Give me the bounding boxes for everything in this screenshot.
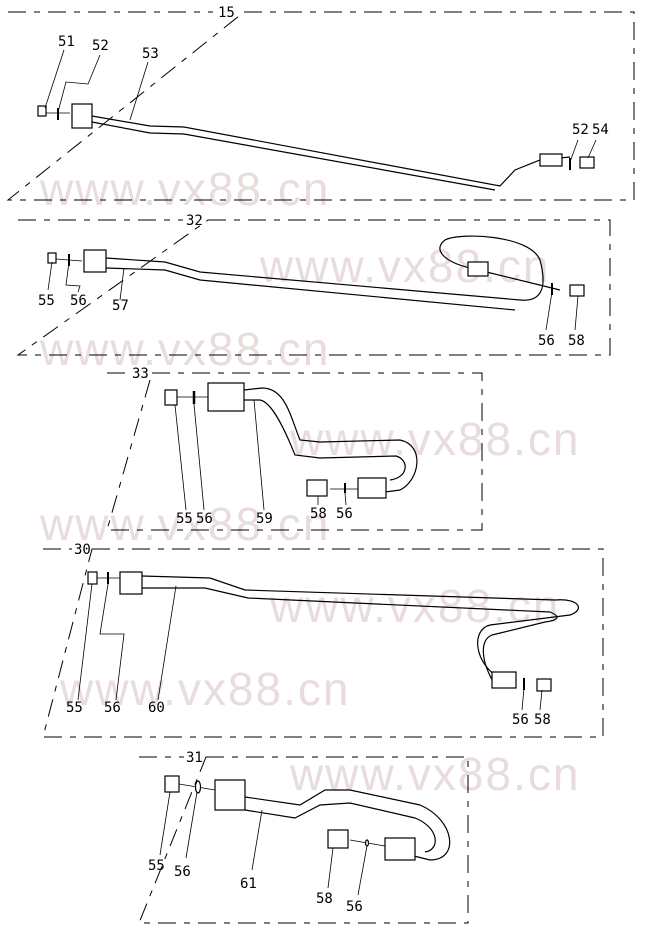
label-52: 52 — [92, 38, 109, 54]
watermark: www.vx88.cn — [39, 163, 330, 215]
label-51: 51 — [58, 34, 75, 50]
nut-51 — [37, 105, 47, 117]
fitting-end — [357, 477, 387, 499]
label-56: 56 — [196, 511, 213, 527]
nut-55 — [164, 775, 180, 793]
washer-56 — [364, 839, 370, 847]
label-52: 52 — [572, 122, 589, 138]
group-frame — [6, 11, 635, 201]
group-label: 31 — [186, 750, 203, 766]
watermark: www.vx88.cn — [59, 663, 350, 715]
label-54: 54 — [592, 122, 609, 138]
block-fitting — [119, 571, 143, 595]
fitting-end — [384, 837, 416, 861]
fitting-end — [467, 261, 489, 277]
group-30: 30 55 56 60 56 58 — [42, 542, 604, 738]
watermark: www.vx88.cn — [39, 323, 330, 375]
nut-55 — [47, 252, 57, 264]
label-53: 53 — [142, 46, 159, 62]
pipe-61 — [244, 789, 451, 861]
label-57: 57 — [112, 298, 129, 314]
label-58: 58 — [568, 333, 585, 349]
group-frame — [106, 372, 483, 531]
watermark: www.vx88.cn — [289, 413, 580, 465]
group-15: 15 51 52 53 52 54 — [6, 5, 635, 201]
label-59: 59 — [256, 511, 273, 527]
label-56: 56 — [174, 864, 191, 880]
nut-58 — [569, 284, 585, 297]
group-label: 32 — [186, 213, 203, 229]
label-58: 58 — [310, 506, 327, 522]
nut-55 — [164, 389, 178, 406]
nut-54 — [579, 156, 595, 169]
block-fitting — [207, 382, 245, 412]
nut-55 — [87, 571, 98, 585]
nut-58 — [536, 678, 552, 692]
block-fitting — [214, 779, 246, 811]
group-frame — [138, 756, 469, 924]
group-frame — [42, 548, 604, 738]
group-32: 32 55 56 57 56 58 — [16, 213, 611, 356]
group-31: 31 55 56 61 58 56 — [138, 750, 469, 924]
label-55: 55 — [176, 511, 193, 527]
fitting-end — [491, 671, 517, 689]
fitting-end — [539, 153, 563, 167]
nut-58 — [306, 479, 328, 497]
pipe-59 — [243, 387, 418, 493]
block-fitting — [83, 249, 107, 273]
label-55: 55 — [38, 293, 55, 309]
watermark: www.vx88.cn — [259, 240, 550, 292]
group-33: 33 55 56 59 58 56 — [106, 366, 483, 531]
label-56: 56 — [70, 293, 87, 309]
watermark: www.vx88.cn — [39, 498, 330, 550]
label-56: 56 — [512, 712, 529, 728]
label-56: 56 — [346, 899, 363, 915]
label-61: 61 — [240, 876, 257, 892]
label-60: 60 — [148, 700, 165, 716]
group-label: 15 — [218, 5, 235, 21]
group-frame — [16, 219, 611, 356]
label-58: 58 — [534, 712, 551, 728]
block-fitting — [71, 103, 93, 129]
washer-56 — [194, 780, 202, 794]
watermarks: www.vx88.cn www.vx88.cn www.vx88.cn www.… — [39, 163, 580, 800]
group-label: 30 — [74, 542, 91, 558]
pipe-57 — [105, 235, 561, 301]
label-56: 56 — [538, 333, 555, 349]
nut-58 — [327, 829, 349, 849]
label-55: 55 — [148, 858, 165, 874]
watermark: www.vx88.cn — [289, 748, 580, 800]
group-label: 33 — [132, 366, 149, 382]
label-56: 56 — [104, 700, 121, 716]
label-55: 55 — [66, 700, 83, 716]
pipe-60 — [141, 575, 580, 679]
label-58: 58 — [316, 891, 333, 907]
label-56: 56 — [336, 506, 353, 522]
